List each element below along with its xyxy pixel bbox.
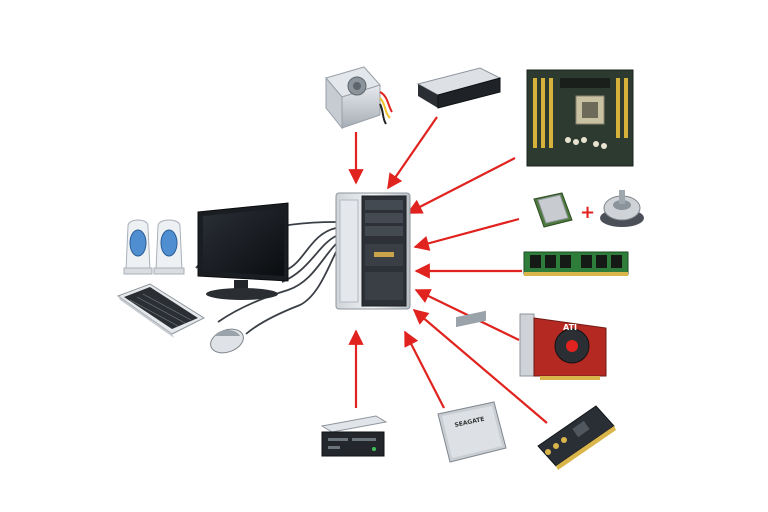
pc-tower-icon — [335, 192, 411, 310]
card-reader-icon — [320, 415, 388, 457]
plus-sign: + — [580, 202, 595, 223]
cpu-cooler-icon — [600, 190, 644, 227]
arrow-motherboard — [406, 157, 516, 214]
arrow-optical — [387, 116, 438, 190]
power-supply-icon — [325, 66, 393, 130]
graphics-card-icon: ATI — [519, 313, 607, 380]
monitor-icon — [197, 202, 289, 300]
hard-disk-icon: SEAGATE — [437, 310, 507, 463]
motherboard-icon — [526, 69, 634, 167]
mouse-icon — [210, 328, 244, 354]
optical-drive-icon — [416, 67, 502, 109]
arrow-sound — [412, 309, 548, 424]
arrow-cpu — [413, 217, 520, 251]
speakers-icon — [123, 219, 185, 275]
ram-module-icon — [523, 251, 629, 276]
arrow-hdd — [404, 330, 445, 409]
gpu-label: ATI — [563, 323, 577, 332]
keyboard-icon — [116, 283, 206, 338]
cpu-icon — [533, 192, 573, 228]
sound-card-icon — [537, 405, 616, 470]
